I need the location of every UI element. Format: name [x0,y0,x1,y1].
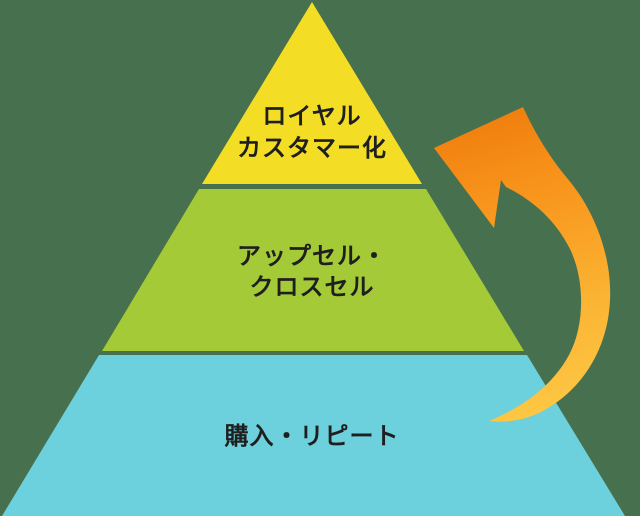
tier-loyal-customer-label-line1: ロイヤル [262,103,361,130]
tier-upsell-cross-sell-label-line1: アップセル・ [237,243,387,270]
tier-loyal-customer [202,2,422,184]
tier-upsell-cross-sell [102,189,524,351]
curved-up-arrow-icon [434,107,611,422]
tier-purchase-repeat [2,355,625,516]
tier-purchase-repeat-label: 購入・リピート [225,423,400,450]
tier-loyal-customer-label-line2: カスタマー化 [237,134,387,162]
tier-upsell-cross-sell-label-line2: クロスセル [250,274,375,301]
